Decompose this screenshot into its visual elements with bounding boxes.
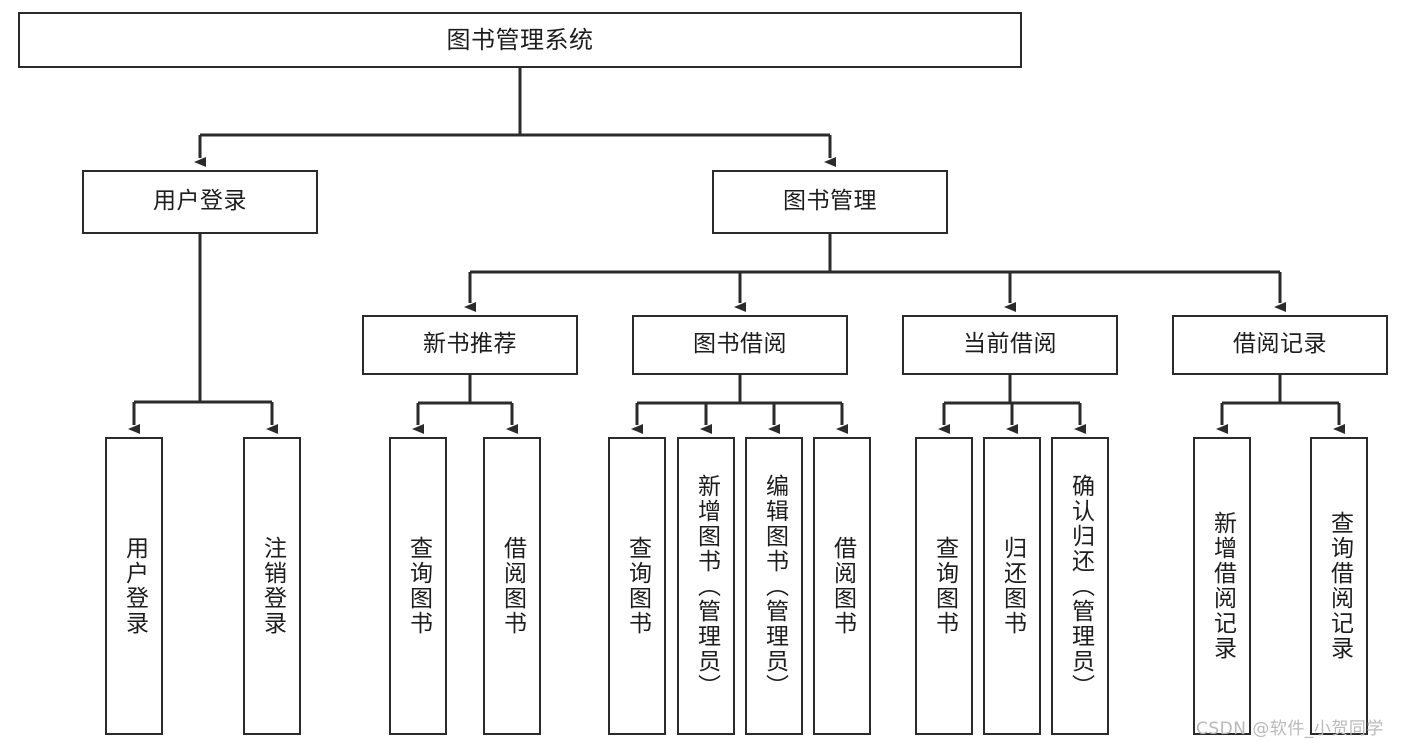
node-leaf-current-query-book[interactable]: 查询图书	[915, 437, 973, 735]
node-book-manage[interactable]: 图书管理	[712, 170, 948, 234]
node-book-manage-label: 图书管理	[783, 188, 877, 215]
node-new-book-rec-label: 新书推荐	[423, 331, 517, 358]
node-root[interactable]: 图书管理系统	[18, 12, 1022, 68]
node-user-login[interactable]: 用户登录	[82, 170, 318, 234]
node-leaf-record-query[interactable]: 查询借阅记录	[1310, 437, 1368, 735]
node-leaf-record-add-label: 新增借阅记录	[1209, 511, 1236, 661]
node-new-book-rec[interactable]: 新书推荐	[362, 315, 578, 375]
node-leaf-borrow-add-book[interactable]: 新增图书（管理员）	[677, 437, 735, 735]
node-borrow-record[interactable]: 借阅记录	[1172, 315, 1388, 375]
node-leaf-user-logout-label: 注销登录	[259, 536, 286, 636]
node-leaf-current-query-book-label: 查询图书	[931, 536, 958, 636]
node-user-login-label: 用户登录	[153, 188, 247, 215]
node-leaf-borrow-query-book[interactable]: 查询图书	[608, 437, 666, 735]
node-leaf-current-return-book[interactable]: 归还图书	[983, 437, 1041, 735]
node-root-label: 图书管理系统	[446, 25, 594, 54]
node-leaf-borrow-query-book-label: 查询图书	[624, 536, 651, 636]
node-leaf-borrow-borrow-book-label: 借阅图书	[829, 536, 856, 636]
node-leaf-current-confirm-return-label: 确认归还（管理员）	[1067, 473, 1094, 699]
node-current-borrow-label: 当前借阅	[963, 331, 1057, 358]
node-borrow-record-label: 借阅记录	[1233, 331, 1327, 358]
node-leaf-rec-borrow-book[interactable]: 借阅图书	[483, 437, 541, 735]
node-book-borrow[interactable]: 图书借阅	[632, 315, 848, 375]
node-leaf-borrow-add-book-label: 新增图书（管理员）	[693, 473, 720, 699]
node-leaf-borrow-edit-book-label: 编辑图书（管理员）	[761, 473, 788, 699]
node-leaf-rec-borrow-book-label: 借阅图书	[499, 536, 526, 636]
node-leaf-record-query-label: 查询借阅记录	[1326, 511, 1353, 661]
node-leaf-borrow-borrow-book[interactable]: 借阅图书	[813, 437, 871, 735]
node-leaf-rec-query-book[interactable]: 查询图书	[389, 437, 447, 735]
node-book-borrow-label: 图书借阅	[693, 331, 787, 358]
node-leaf-current-return-book-label: 归还图书	[999, 536, 1026, 636]
node-leaf-borrow-edit-book[interactable]: 编辑图书（管理员）	[745, 437, 803, 735]
node-leaf-rec-query-book-label: 查询图书	[405, 536, 432, 636]
node-leaf-user-login[interactable]: 用户登录	[105, 437, 163, 735]
node-current-borrow[interactable]: 当前借阅	[902, 315, 1118, 375]
watermark-text: CSDN @软件_小贺同学	[1196, 719, 1384, 739]
node-leaf-user-logout[interactable]: 注销登录	[243, 437, 301, 735]
node-leaf-record-add[interactable]: 新增借阅记录	[1193, 437, 1251, 735]
node-leaf-current-confirm-return[interactable]: 确认归还（管理员）	[1051, 437, 1109, 735]
node-leaf-user-login-label: 用户登录	[121, 536, 148, 636]
